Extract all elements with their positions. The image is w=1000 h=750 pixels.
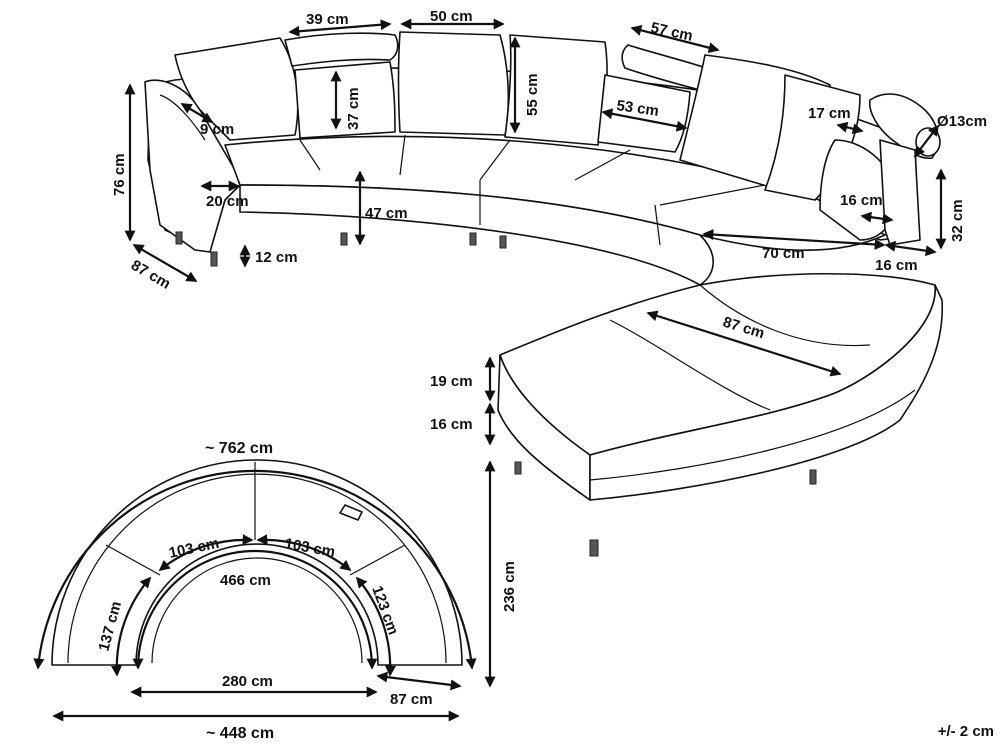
label-end-width: 16 cm: [875, 257, 918, 274]
label-leg-height: 12 cm: [255, 249, 298, 266]
sofa-leg: [469, 232, 477, 246]
sofa-leg: [210, 251, 218, 267]
label-overall-width: ~ 448 cm: [206, 725, 274, 742]
right-armrest: [879, 139, 921, 246]
label-outer-arc: ~ 762 cm: [205, 440, 273, 457]
label-total-height: 76 cm: [111, 153, 128, 196]
label-armrest-top-width: 9 cm: [200, 121, 234, 138]
label-overall-depth: 236 cm: [501, 561, 518, 612]
label-armrest-height: 32 cm: [949, 199, 966, 242]
sofa-leg: [809, 469, 817, 485]
label-back-cushion-height: 55 cm: [524, 73, 541, 116]
label-plan-depth: 87 cm: [390, 691, 433, 708]
back-cushion-2: [294, 61, 396, 139]
label-armrest-width: 20 cm: [206, 193, 249, 210]
label-corner-cushion-width: 53 cm: [615, 97, 659, 120]
sofa-leg: [589, 539, 599, 557]
label-corner-headrest-width: 57 cm: [649, 19, 694, 44]
label-bolster-diameter: Ø13cm: [937, 113, 987, 130]
label-depth: 87 cm: [128, 257, 173, 293]
label-cushion-thickness: 16 cm: [840, 192, 883, 209]
back-cushion-3: [397, 31, 510, 136]
dimension-lines: [124, 18, 947, 688]
tolerance-note: +/- 2 cm: [937, 723, 994, 740]
label-seat-height: 47 cm: [365, 205, 408, 222]
label-seat-depth: 70 cm: [762, 245, 805, 262]
back-cushion-4: [504, 34, 608, 146]
sofa-leg: [499, 235, 507, 249]
label-headrest-width: 39 cm: [306, 11, 349, 28]
chaise-side: [589, 284, 943, 501]
plan-view: [33, 459, 477, 722]
sofa-leg: [514, 461, 522, 475]
label-headrest-height: 37 cm: [345, 87, 362, 130]
label-chaise-base-height: 16 cm: [430, 416, 473, 433]
headrest-1: [284, 32, 399, 67]
sofa-leg: [340, 232, 348, 246]
label-back-cushion-width: 50 cm: [430, 8, 473, 25]
label-bolster-length: 17 cm: [808, 105, 851, 122]
label-chaise-seat-thickness: 19 cm: [430, 373, 473, 390]
label-inner-arc: 466 cm: [220, 572, 271, 589]
label-inner-width: 280 cm: [222, 673, 273, 690]
dimension-labels: 39 cm 50 cm 57 cm 37 cm 55 cm 53 cm 9 cm…: [95, 8, 987, 742]
sofa-leg: [175, 231, 183, 245]
